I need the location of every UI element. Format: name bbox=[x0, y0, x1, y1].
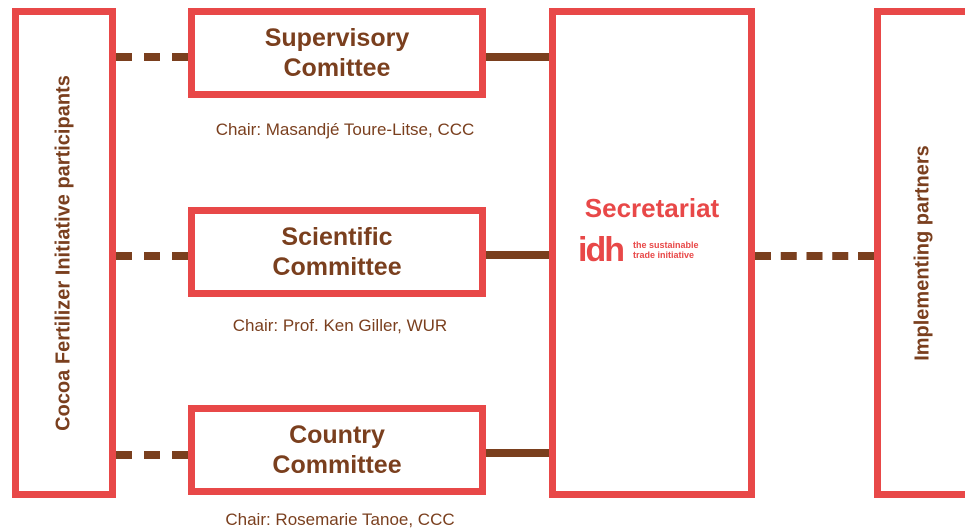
idh-logo: idh the sustainable trade initiative bbox=[578, 233, 699, 267]
country-committee-chair: Chair: Rosemarie Tanoe, CCC bbox=[225, 510, 455, 529]
supervisory-committee-chair: Chair: Masandjé Toure-Litse, CCC bbox=[215, 120, 475, 139]
solid-connector-supervisory bbox=[486, 53, 549, 61]
scientific-committee-box: Scientific Committee bbox=[188, 207, 486, 297]
idh-logo-mark: idh bbox=[578, 231, 625, 269]
dashed-connector-supervisory bbox=[116, 53, 188, 61]
idh-tagline-line2: trade initiative bbox=[632, 250, 695, 260]
country-committee-line1: Country bbox=[289, 421, 385, 449]
idh-logo-tagline: the sustainable trade initiative bbox=[633, 240, 699, 260]
supervisory-committee-box: Supervisory Comittee bbox=[188, 8, 486, 98]
idh-tagline-line1: the sustainable bbox=[632, 240, 699, 250]
solid-connector-country bbox=[486, 449, 549, 457]
supervisory-committee-line1: Supervisory bbox=[264, 24, 410, 52]
participants-box: Cocoa Fertilizer Initiative participants bbox=[12, 8, 116, 498]
dashed-connector-scientific bbox=[116, 252, 188, 260]
dashed-connector-country bbox=[116, 451, 188, 459]
scientific-committee-line1: Scientific bbox=[281, 223, 393, 251]
implementing-partners-label: Implementing partners bbox=[911, 145, 934, 361]
scientific-committee-line2: Committee bbox=[272, 253, 402, 281]
scientific-committee-chair: Chair: Prof. Ken Giller, WUR bbox=[232, 316, 448, 335]
solid-connector-scientific bbox=[486, 251, 549, 259]
participants-label: Cocoa Fertilizer Initiative participants bbox=[52, 75, 75, 431]
secretariat-box: Secretariat idh the sustainable trade in… bbox=[549, 8, 755, 498]
country-committee-box: Country Committee bbox=[188, 405, 486, 495]
country-committee-line2: Committee bbox=[272, 451, 402, 479]
implementing-partners-box: Implementing partners bbox=[874, 8, 965, 498]
secretariat-title: Secretariat bbox=[584, 193, 720, 223]
dashed-connector-implementing bbox=[755, 252, 874, 260]
supervisory-committee-line2: Comittee bbox=[283, 54, 391, 82]
